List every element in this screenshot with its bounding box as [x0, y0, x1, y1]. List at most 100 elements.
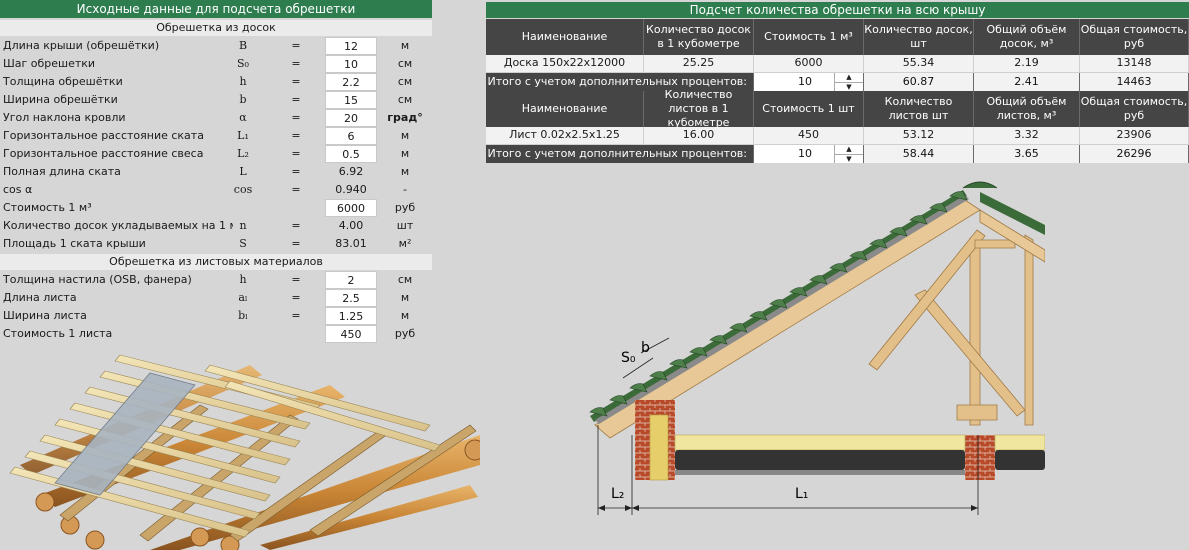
row-unit: руб [394, 327, 416, 340]
spinner-down-icon[interactable]: ▼ [846, 154, 852, 163]
data-cell: 3.32 [974, 127, 1080, 145]
row-equals: = [291, 147, 301, 160]
computed-value: 0.940 [335, 183, 367, 196]
total-volume: 2.41 [974, 73, 1080, 91]
row-label: Шаг обрешетки [3, 57, 96, 70]
row-label: Толщина обрешётки [3, 75, 123, 88]
value-input[interactable]: 1.25 [325, 307, 377, 325]
data-cell: 25.25 [644, 55, 754, 73]
value-input[interactable]: 20 [325, 109, 377, 127]
row-label: Длина листа [3, 291, 77, 304]
sheets-section-header: Обрешетка из листовых материалов [0, 254, 432, 270]
row-symbol [218, 325, 268, 343]
row-equals: = [291, 273, 301, 286]
row-unit: м [400, 147, 410, 160]
row-symbol: α [239, 111, 247, 124]
spinner-down-icon[interactable]: ▼ [846, 82, 852, 91]
row-unit: м [400, 129, 410, 142]
spinner-buttons[interactable]: ▲▼ [834, 145, 863, 163]
percent-value[interactable]: 10 [798, 146, 812, 160]
row-symbol: L₁ [237, 129, 249, 142]
total-count: 58.44 [864, 145, 974, 163]
row-equals: = [291, 129, 301, 142]
value-input[interactable]: 12 [325, 37, 377, 55]
row-unit: см [397, 75, 413, 88]
row-symbol: aₗ [238, 291, 248, 304]
percent-value[interactable]: 10 [798, 74, 812, 88]
roof-tiles [589, 191, 968, 417]
spinner-buttons[interactable]: ▲▼ [834, 73, 863, 91]
row-equals: = [291, 309, 301, 322]
value-input[interactable]: 2.2 [325, 73, 377, 91]
row-label: Стоимость 1 м³ [3, 201, 92, 214]
input-row: Толщина обрешётки h = 2.2 см [0, 73, 432, 91]
truss-frame [868, 229, 1034, 426]
column-header: Стоимость 1 м³ [754, 19, 864, 55]
row-unit: см [397, 273, 413, 286]
data-cell: 450 [754, 127, 864, 145]
column-header: Общий объём досок, м³ [974, 19, 1080, 55]
row-equals: = [291, 219, 301, 232]
row-equals: = [291, 237, 301, 250]
value-input[interactable]: 10 [325, 55, 377, 73]
row-symbol: L₂ [237, 147, 249, 160]
row-symbol: cos [233, 183, 253, 196]
input-row: Стоимость 1 м³ 6000 руб [0, 199, 432, 217]
column-header: Наименование [486, 91, 644, 127]
row-label: cos α [3, 183, 33, 196]
row-label: Количество досок укладываемых на 1 м [3, 219, 233, 232]
value-input[interactable]: 15 [325, 91, 377, 109]
row-unit: руб [394, 201, 416, 214]
total-cost: 14463 [1080, 73, 1189, 91]
row-unit: м [400, 39, 410, 52]
row-unit: м² [398, 237, 412, 250]
row-equals [268, 199, 324, 217]
value-input[interactable]: 2.5 [325, 289, 377, 307]
row-label: Толщина настила (OSB, фанера) [3, 273, 192, 286]
value-input[interactable]: 6000 [325, 199, 377, 217]
row-label: Полная длина ската [3, 165, 121, 178]
row-unit: м [400, 291, 410, 304]
column-header: Количество листов шт [864, 91, 974, 127]
data-cell: 55.34 [864, 55, 974, 73]
row-label: Ширина обрешётки [3, 93, 118, 106]
value-input[interactable]: 0.5 [325, 145, 377, 163]
value-input[interactable]: 2 [325, 271, 377, 289]
spinner-up-icon[interactable]: ▲ [835, 73, 863, 83]
row-unit: - [403, 183, 407, 196]
row-unit: град° [387, 111, 423, 124]
input-panel-title: Исходные данные для подсчета обрешетки [0, 0, 432, 18]
data-cell: Лист 0.02x2.5x1.25 [486, 127, 644, 145]
row-label: Горизонтальное расстояние свеса [3, 147, 204, 160]
value-input[interactable]: 6 [325, 127, 377, 145]
row-label: Ширина листа [3, 309, 87, 322]
row-symbol: bₗ [238, 309, 248, 322]
row-equals: = [291, 39, 301, 52]
row-symbol: B [238, 39, 248, 52]
percent-spinner[interactable]: 10 ▲▼ [754, 145, 864, 163]
row-label: Стоимость 1 листа [3, 327, 113, 340]
row-equals: = [291, 75, 301, 88]
data-cell: 2.19 [974, 55, 1080, 73]
input-row: cos α cos = 0.940 - [0, 181, 432, 199]
row-symbol: h [239, 75, 247, 88]
sheets-total-row: Итого с учетом дополнительных процентов:… [486, 145, 1189, 163]
data-cell: 6000 [754, 55, 864, 73]
spinner-up-icon[interactable]: ▲ [835, 145, 863, 155]
insulation [674, 434, 966, 451]
total-cost: 26296 [1080, 145, 1189, 163]
value-input[interactable]: 450 [325, 325, 377, 343]
row-symbol: L [239, 165, 247, 178]
row-equals: = [291, 183, 301, 196]
boards-section-header: Обрешетка из досок [0, 20, 432, 36]
column-header: Наименование [486, 19, 644, 55]
s0-label: S₀ [621, 350, 636, 366]
percent-spinner[interactable]: 10 ▲▼ [754, 73, 864, 91]
data-cell: 16.00 [644, 127, 754, 145]
right-wall [965, 435, 995, 480]
